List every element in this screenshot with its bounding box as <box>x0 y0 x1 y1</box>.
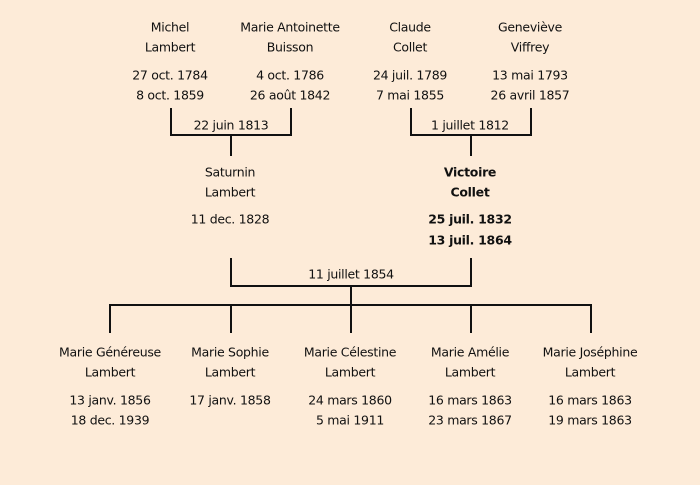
death-date: 18 dec. 1939 <box>70 412 150 428</box>
first-name: Victoire <box>443 164 497 180</box>
birth-date: 13 mai 1793 <box>492 67 568 83</box>
birth-date: 16 mars 1863 <box>548 392 632 408</box>
birth-date: 24 juil. 1789 <box>372 67 448 83</box>
last-name: Lambert <box>204 364 256 380</box>
first-name: Geneviève <box>498 19 562 35</box>
last-name: Collet <box>392 39 428 55</box>
death-date: 8 oct. 1859 <box>136 87 204 103</box>
marriage-bracket-left <box>170 108 292 156</box>
birth-date: 16 mars 1863 <box>428 392 512 408</box>
first-name: Marie Joséphine <box>542 344 638 360</box>
last-name: Viffrey <box>510 39 550 55</box>
first-name: Saturnin <box>204 164 256 180</box>
last-name: Lambert <box>324 364 376 380</box>
last-name: Buisson <box>266 39 314 55</box>
first-name: Marie Généreuse <box>59 344 161 360</box>
last-name: Lambert <box>444 364 496 380</box>
death-date: 7 mai 1855 <box>375 87 445 103</box>
first-name: Marie Antoinette <box>240 19 340 35</box>
marriage-bracket-parents <box>230 258 472 305</box>
first-name: Michel <box>150 19 190 35</box>
last-name: Lambert <box>144 39 196 55</box>
children-connector <box>109 304 592 333</box>
first-name: Claude <box>389 19 431 35</box>
birth-date: 17 janv. 1858 <box>189 392 271 408</box>
last-name: Lambert <box>204 184 256 200</box>
birth-date: 27 oct. 1784 <box>132 67 208 83</box>
death-date: 5 mai 1911 <box>315 412 385 428</box>
death-date: 26 août 1842 <box>249 87 331 103</box>
birth-date: 24 mars 1860 <box>308 392 392 408</box>
first-name: Marie Célestine <box>303 344 397 360</box>
birth-date: 4 oct. 1786 <box>256 67 324 83</box>
birth-date: 11 dec. 1828 <box>190 211 270 227</box>
first-name: Marie Sophie <box>191 344 269 360</box>
marriage-bracket-right <box>410 108 532 156</box>
marriage-date-parents: 11 juillet 1854 <box>308 266 394 282</box>
death-date: 19 mars 1863 <box>548 412 632 428</box>
death-date: 23 mars 1867 <box>428 412 512 428</box>
death-date: 13 juil. 1864 <box>428 232 512 248</box>
death-date: 26 avril 1857 <box>490 87 570 103</box>
birth-date: 13 janv. 1856 <box>69 392 151 408</box>
first-name: Marie Amélie <box>430 344 510 360</box>
last-name: Lambert <box>564 364 616 380</box>
birth-date: 25 juil. 1832 <box>428 211 512 227</box>
last-name: Lambert <box>84 364 136 380</box>
last-name: Collet <box>450 184 490 200</box>
marriage-date-right: 1 juillet 1812 <box>431 117 509 133</box>
marriage-date-left: 22 juin 1813 <box>193 117 269 133</box>
